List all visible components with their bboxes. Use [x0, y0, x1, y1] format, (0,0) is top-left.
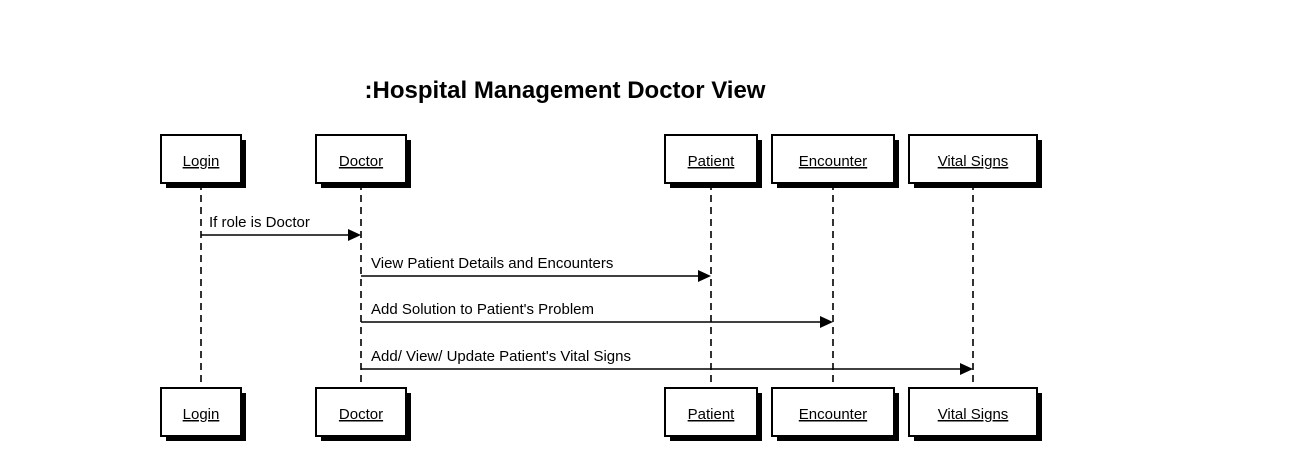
actor-box-encounter-top	[771, 134, 895, 184]
actor-label-vital-signs-bottom: Vital Signs	[938, 406, 1009, 423]
actor-box-vital-signs-top	[908, 134, 1038, 184]
message-view-patient-details: View Patient Details and Encounters	[361, 255, 711, 282]
actor-box-vital-signs-bottom	[908, 387, 1038, 437]
actor-label-doctor-top: Doctor	[339, 153, 383, 170]
actor-label-login-top: Login	[183, 153, 220, 170]
actor-label-doctor-bottom: Doctor	[339, 406, 383, 423]
message-label: View Patient Details and Encounters	[371, 255, 613, 272]
arrowhead-icon	[820, 316, 833, 328]
actor-label-patient-top: Patient	[688, 153, 736, 170]
arrowhead-icon	[960, 363, 973, 375]
message-add-solution: Add Solution to Patient's Problem	[361, 301, 833, 328]
actor-label-encounter-bottom: Encounter	[799, 406, 867, 423]
actor-box-login-bottom	[160, 387, 242, 437]
message-add-view-update-vitals: Add/ View/ Update Patient's Vital Signs	[361, 348, 973, 375]
actor-box-patient-bottom	[664, 387, 758, 437]
actor-box-login-top	[160, 134, 242, 184]
actor-label-login-bottom: Login	[183, 406, 220, 423]
diagram-title: :Hospital Management Doctor View	[365, 77, 766, 104]
actor-login: Login Login	[160, 134, 246, 441]
message-label: Add Solution to Patient's Problem	[371, 301, 594, 318]
arrowhead-icon	[698, 270, 711, 282]
actor-label-vital-signs-top: Vital Signs	[938, 153, 1009, 170]
actor-box-encounter-bottom	[771, 387, 895, 437]
actor-doctor: Doctor Doctor	[315, 134, 411, 441]
actor-box-doctor-top	[315, 134, 407, 184]
message-if-role-is-doctor: If role is Doctor	[201, 214, 361, 241]
arrowhead-icon	[348, 229, 361, 241]
message-label: Add/ View/ Update Patient's Vital Signs	[371, 348, 631, 365]
actor-label-patient-bottom: Patient	[688, 406, 736, 423]
actor-encounter: Encounter Encounter	[771, 134, 899, 441]
message-label: If role is Doctor	[209, 214, 310, 231]
actor-patient: Patient Patient	[664, 134, 762, 441]
actor-vital-signs: Vital Signs Vital Signs	[908, 134, 1042, 441]
actor-box-patient-top	[664, 134, 758, 184]
actor-box-doctor-bottom	[315, 387, 407, 437]
actor-label-encounter-top: Encounter	[799, 153, 867, 170]
